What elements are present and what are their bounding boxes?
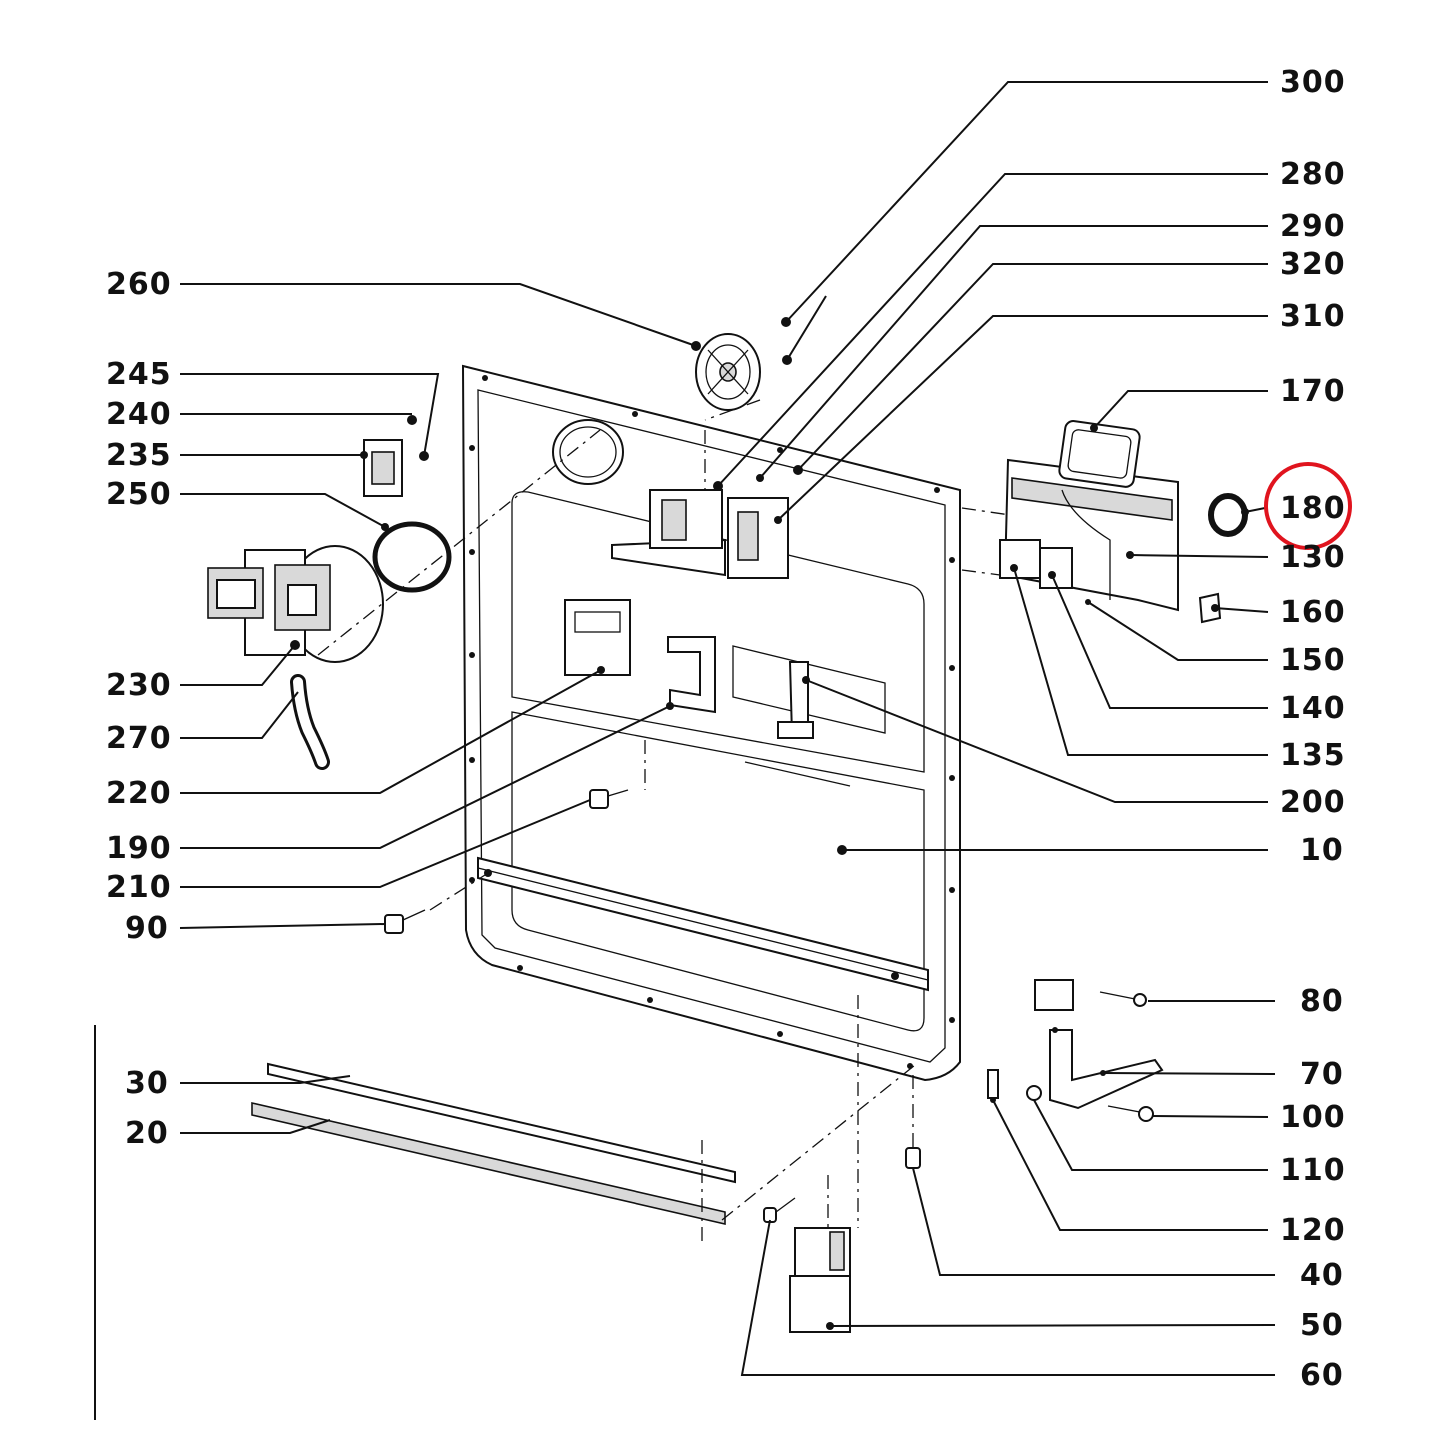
- part-235-bracket: [363, 415, 429, 497]
- part-250-gasket-ring: [372, 521, 452, 593]
- leader-lines: [179, 81, 1276, 1376]
- label-270: 270: [106, 721, 172, 756]
- part-220-switch-block: [564, 599, 631, 676]
- label-20: 20: [125, 1116, 169, 1151]
- label-260: 260: [106, 267, 172, 302]
- part-60-screw: [763, 1197, 796, 1223]
- assembly-axis-lines: [317, 399, 1011, 1245]
- part-270-hose: [290, 674, 330, 770]
- label-150: 150: [1280, 643, 1346, 678]
- part-90-screw: [384, 909, 426, 934]
- label-170: 170: [1280, 374, 1346, 409]
- part-280-310-control-module: [611, 317, 803, 579]
- label-120: 120: [1280, 1213, 1346, 1248]
- label-250: 250: [106, 477, 172, 512]
- label-290: 290: [1280, 209, 1346, 244]
- part-70-hinge-bracket: [987, 979, 1164, 1122]
- part-170-lid: [1058, 420, 1141, 488]
- label-235: 235: [106, 438, 172, 473]
- label-245: 245: [106, 357, 172, 392]
- label-130: 130: [1280, 540, 1346, 575]
- part-210-bracket: [666, 636, 716, 714]
- part-160-clip: [1198, 592, 1222, 624]
- part-200-clip: [777, 661, 814, 739]
- part-40-screw: [905, 1140, 921, 1169]
- part-130-dispenser: [999, 458, 1179, 612]
- part-30-20-strips: [251, 1062, 736, 1226]
- leader-end-dots: [360, 341, 1249, 855]
- part-number-labels: 300 280 290 320 310 170 180 130 160 150 …: [106, 65, 1346, 1393]
- label-135: 135: [1280, 738, 1346, 773]
- label-70: 70: [1300, 1057, 1344, 1092]
- label-220: 220: [106, 776, 172, 811]
- label-280: 280: [1280, 157, 1346, 192]
- label-240: 240: [106, 397, 172, 432]
- label-30: 30: [125, 1066, 169, 1101]
- part-260-fan-wheel: [695, 333, 761, 411]
- part-230-motor-assembly: [207, 545, 384, 663]
- label-100: 100: [1280, 1100, 1346, 1135]
- label-90: 90: [125, 911, 169, 946]
- label-40: 40: [1300, 1258, 1344, 1293]
- label-210: 210: [106, 870, 172, 905]
- label-200: 200: [1280, 785, 1346, 820]
- label-230: 230: [106, 668, 172, 703]
- part-50-connector-block: [789, 1227, 851, 1333]
- label-160: 160: [1280, 595, 1346, 630]
- label-190: 190: [106, 831, 172, 866]
- label-60: 60: [1300, 1358, 1344, 1393]
- label-80: 80: [1300, 984, 1344, 1019]
- label-110: 110: [1280, 1153, 1346, 1188]
- label-310: 310: [1280, 299, 1346, 334]
- label-50: 50: [1300, 1308, 1344, 1343]
- door-panel: [461, 364, 961, 1082]
- part-190-screw: [589, 789, 629, 809]
- label-180: 180: [1280, 491, 1346, 526]
- highlight-circle-180: [1264, 462, 1352, 550]
- part-180-seal-ring: [1208, 493, 1248, 537]
- label-320: 320: [1280, 247, 1346, 282]
- label-300: 300: [1280, 65, 1346, 100]
- label-10: 10: [1300, 833, 1344, 868]
- label-140: 140: [1280, 691, 1346, 726]
